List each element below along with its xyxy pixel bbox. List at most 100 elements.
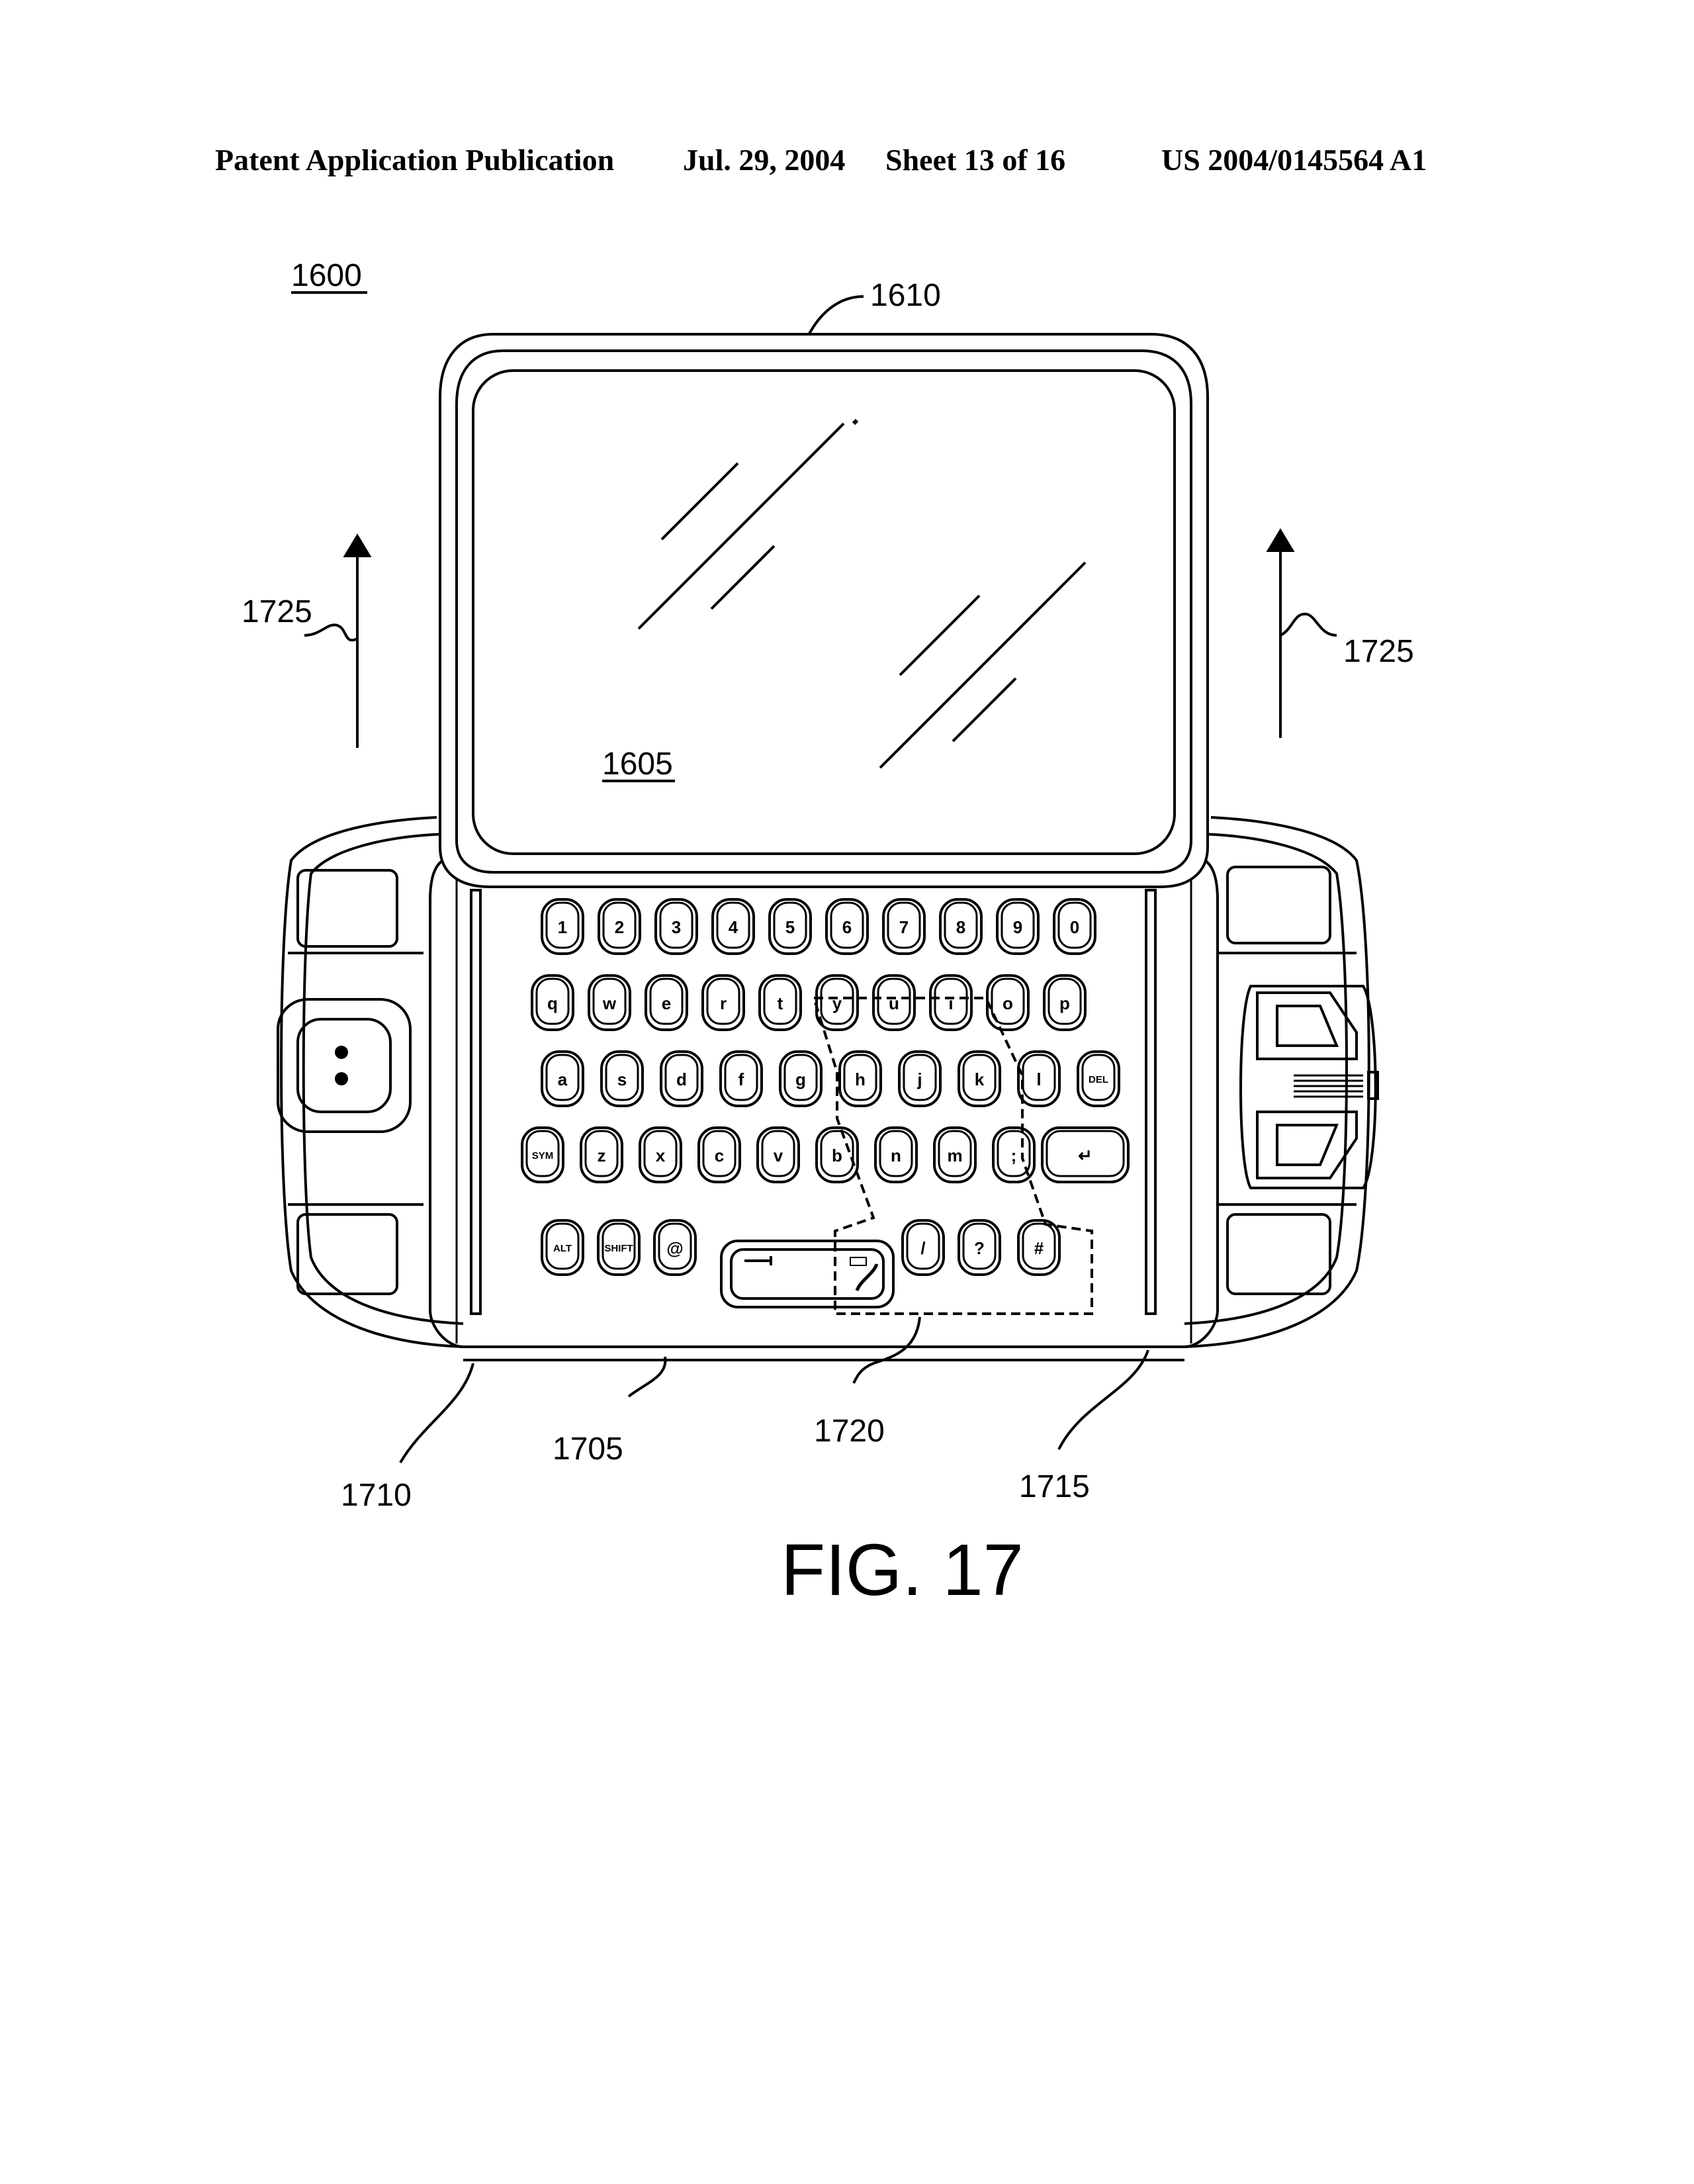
- key-label: 6: [842, 917, 852, 937]
- key-label: 9: [1013, 917, 1022, 937]
- key-face: [991, 978, 1025, 1025]
- key-label: n: [891, 1146, 901, 1165]
- key-outline: [597, 1219, 641, 1276]
- key-label: q: [547, 993, 558, 1013]
- key-face: [1001, 901, 1035, 949]
- key-outline: [874, 1126, 918, 1183]
- label-1600: 1600: [291, 258, 362, 293]
- key-label: 0: [1070, 917, 1079, 937]
- sheet-number: Sheet 13 of 16: [885, 143, 1066, 177]
- label-1705: 1705: [553, 1432, 623, 1467]
- key-face: [934, 978, 968, 1025]
- key-face: [605, 1054, 639, 1101]
- key-0-1: 2: [598, 898, 641, 955]
- key-face: [783, 1054, 818, 1101]
- key-outline: [1041, 1126, 1130, 1183]
- key-label: ↵: [1078, 1146, 1092, 1165]
- key-1-6: u: [872, 974, 916, 1031]
- key-outline: [933, 1126, 977, 1183]
- key-label: t: [778, 993, 783, 1013]
- key-2-1: s: [600, 1050, 644, 1107]
- key-label: y: [832, 993, 842, 1013]
- leader-1610: [806, 295, 864, 338]
- key-outline: [768, 898, 812, 955]
- key-3-1: z: [580, 1126, 623, 1183]
- key-outline: [1077, 1050, 1120, 1107]
- keypad-region-outline: [812, 997, 1093, 1315]
- key-face: [1048, 978, 1082, 1025]
- key-face: [545, 1222, 580, 1270]
- key-outline: [660, 1050, 703, 1107]
- key-face: [649, 978, 684, 1025]
- key-face: [877, 978, 911, 1025]
- publication-date: Jul. 29, 2004: [683, 143, 846, 177]
- key-face: [545, 1054, 580, 1101]
- key-label: SYM: [532, 1150, 554, 1161]
- key-2-9: DEL: [1077, 1050, 1120, 1107]
- key-label: j: [916, 1069, 922, 1089]
- key-label: e: [662, 993, 671, 1013]
- key-label: m: [947, 1146, 962, 1165]
- key-label: 3: [672, 917, 681, 937]
- key-outline: [580, 1126, 623, 1183]
- key-outline: [872, 974, 916, 1031]
- key-outline: [639, 1126, 682, 1183]
- key-face: [903, 1054, 937, 1101]
- key-outline: [697, 1126, 741, 1183]
- key-label: v: [774, 1146, 783, 1165]
- key-2-4: g: [779, 1050, 823, 1107]
- key-label: x: [656, 1146, 666, 1165]
- key-label: o: [1003, 993, 1013, 1013]
- phone-base: [277, 816, 1379, 1361]
- key-face: [716, 901, 750, 949]
- key-outline: [939, 898, 983, 955]
- key-0-8: 9: [996, 898, 1040, 955]
- key-face: [820, 1130, 854, 1177]
- key-face: [820, 978, 854, 1025]
- key-label: ALT: [553, 1243, 572, 1254]
- key-1-1: w: [588, 974, 631, 1031]
- label-1725-left: 1725: [242, 594, 312, 629]
- key-0-7: 8: [939, 898, 983, 955]
- key-label: 1: [558, 917, 567, 937]
- key-1-4: t: [758, 974, 802, 1031]
- key-label: f: [738, 1069, 744, 1089]
- screen-housing: 1605: [439, 333, 1209, 888]
- key-label: 2: [615, 917, 624, 937]
- key-outline: [541, 1050, 584, 1107]
- key-face: [962, 1054, 997, 1101]
- key-face: [702, 1130, 736, 1177]
- key-outline: [825, 898, 869, 955]
- key-outline: [654, 898, 698, 955]
- key-face: [944, 901, 978, 949]
- key-face: [830, 901, 864, 949]
- key-outline: [1053, 898, 1096, 955]
- key-2-7: k: [958, 1050, 1001, 1107]
- key-4-5: #: [1017, 1219, 1061, 1276]
- key-face: [761, 1130, 795, 1177]
- key-label: /: [920, 1238, 925, 1258]
- key-outline: [958, 1219, 1001, 1276]
- key-face: [643, 1130, 678, 1177]
- key-face: [545, 901, 580, 949]
- key-face: [763, 978, 797, 1025]
- key-2-3: f: [719, 1050, 763, 1107]
- key-label: i: [948, 993, 953, 1013]
- key-outline: [531, 974, 574, 1031]
- label-1710: 1710: [341, 1478, 412, 1513]
- key-3-2: x: [639, 1126, 682, 1183]
- key-1-8: o: [986, 974, 1030, 1031]
- key-4-4: ?: [958, 1219, 1001, 1276]
- key-label: #: [1034, 1238, 1044, 1258]
- key-label: ;: [1011, 1146, 1017, 1165]
- key-face: [1022, 1222, 1056, 1270]
- key-outline: [653, 1219, 697, 1276]
- key-outline: [758, 974, 802, 1031]
- key-label: a: [558, 1069, 568, 1089]
- key-label: 8: [956, 917, 965, 937]
- key-2-5: h: [838, 1050, 882, 1107]
- key-outline: [541, 1219, 584, 1276]
- key-0-5: 6: [825, 898, 869, 955]
- key-outline: [541, 898, 584, 955]
